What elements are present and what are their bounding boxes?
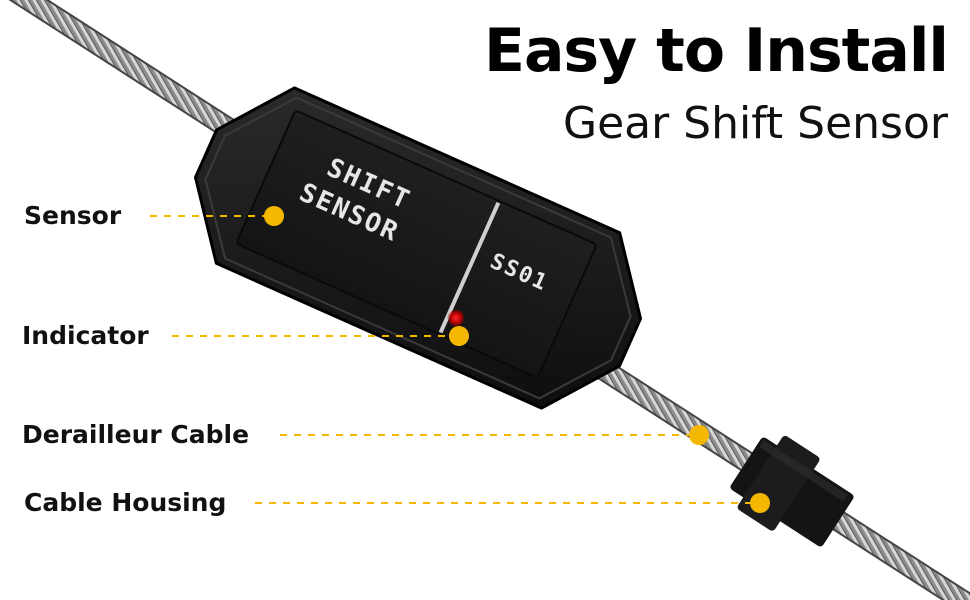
callout-dot-icon [264, 206, 284, 226]
callout-label-sensor: Sensor [24, 201, 122, 230]
callout-label-indicator: Indicator [22, 321, 149, 350]
callout-label-cable-housing: Cable Housing [24, 488, 227, 517]
sensor-face [236, 110, 597, 378]
headline-subtitle: Gear Shift Sensor [562, 98, 948, 149]
callout-dots [264, 206, 770, 513]
callout-dot-icon [449, 326, 469, 346]
callout-dot-icon [750, 493, 770, 513]
callout-label-derailleur-cable: Derailleur Cable [22, 420, 250, 449]
headline-title: Easy to Install [483, 16, 949, 86]
cable-housing [730, 435, 854, 547]
callout-dot-icon [689, 425, 709, 445]
indicator-led-icon [447, 309, 465, 327]
face-divider [438, 201, 501, 334]
sensor-device: SHIFT SENSOR SS01 [193, 86, 643, 410]
callout-leaders [150, 215, 752, 504]
